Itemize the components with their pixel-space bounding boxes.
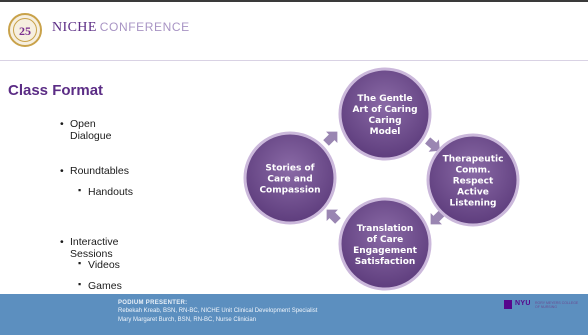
cycle-node-circle bbox=[338, 67, 432, 161]
cycle-node-label: Listening bbox=[450, 199, 497, 209]
bullet-item: Roundtables bbox=[60, 165, 129, 177]
seal-number: 25 bbox=[19, 24, 31, 38]
presenter-line-1: Rebekah Kreab, BSN, RN-BC, NICHE Unit Cl… bbox=[118, 308, 318, 314]
cycle-node-label: Active bbox=[457, 188, 489, 198]
cycle-node-circle bbox=[426, 133, 520, 227]
brand-niche: NICHE bbox=[52, 20, 97, 35]
nyu-college-text: RORY MEYERS COLLEGE OF NURSING bbox=[535, 301, 579, 309]
bullet-item: Interactive Sessions bbox=[60, 236, 119, 260]
slide-footer: PODIUM PRESENTER: Rebekah Kreab, BSN, RN… bbox=[0, 294, 588, 335]
cycle-node-label: Art of Caring bbox=[352, 105, 417, 115]
cycle-arrow bbox=[425, 137, 440, 152]
cycle-node-label: of Care bbox=[367, 235, 403, 245]
cycle-node-label: Stories of bbox=[265, 164, 314, 174]
cycle-node-label: Respect bbox=[453, 177, 494, 187]
sub-bullet-item: Games bbox=[78, 279, 122, 292]
presenter-line-2: Mary Margaret Burch, BSN, RN-BC, Nurse C… bbox=[118, 317, 257, 323]
cycle-node-label: Caring bbox=[368, 116, 401, 126]
cycle-node-label: Engagement bbox=[353, 246, 418, 256]
cycle-node-label: Translation bbox=[357, 224, 414, 234]
cycle-node-circle bbox=[338, 197, 432, 291]
slide-top-border bbox=[0, 0, 588, 2]
bullet-item: Open Dialogue bbox=[60, 118, 112, 142]
cycle-arrows bbox=[323, 131, 445, 225]
cycle-node-label: Care and bbox=[267, 175, 312, 185]
cycle-node-label: Compassion bbox=[259, 186, 320, 196]
nyu-torch-box bbox=[504, 300, 512, 309]
nyu-wordmark: NYU bbox=[515, 300, 531, 307]
slide-title: Class Format bbox=[8, 82, 104, 99]
cycle-node-label: Therapeutic bbox=[443, 155, 504, 165]
cycle-node-circle bbox=[243, 131, 337, 225]
presenter-heading: PODIUM PRESENTER: bbox=[118, 300, 188, 306]
brand-conference: CONFERENCE bbox=[99, 20, 190, 34]
cycle-arrow bbox=[326, 209, 341, 224]
cycle-node-label: Comm. bbox=[456, 166, 491, 176]
sub-bullet-item: Videos bbox=[78, 258, 120, 271]
cycle-node-label: Model bbox=[370, 127, 401, 137]
cycle-node-label: Satisfaction bbox=[355, 257, 416, 267]
niche-25-seal-logo: 25 bbox=[8, 13, 42, 47]
cycle-arrow bbox=[323, 131, 338, 146]
seal-inner-ring bbox=[13, 18, 37, 42]
sub-bullet-item: Handouts bbox=[78, 185, 133, 198]
cycle-node-label: The Gentle bbox=[357, 94, 412, 104]
